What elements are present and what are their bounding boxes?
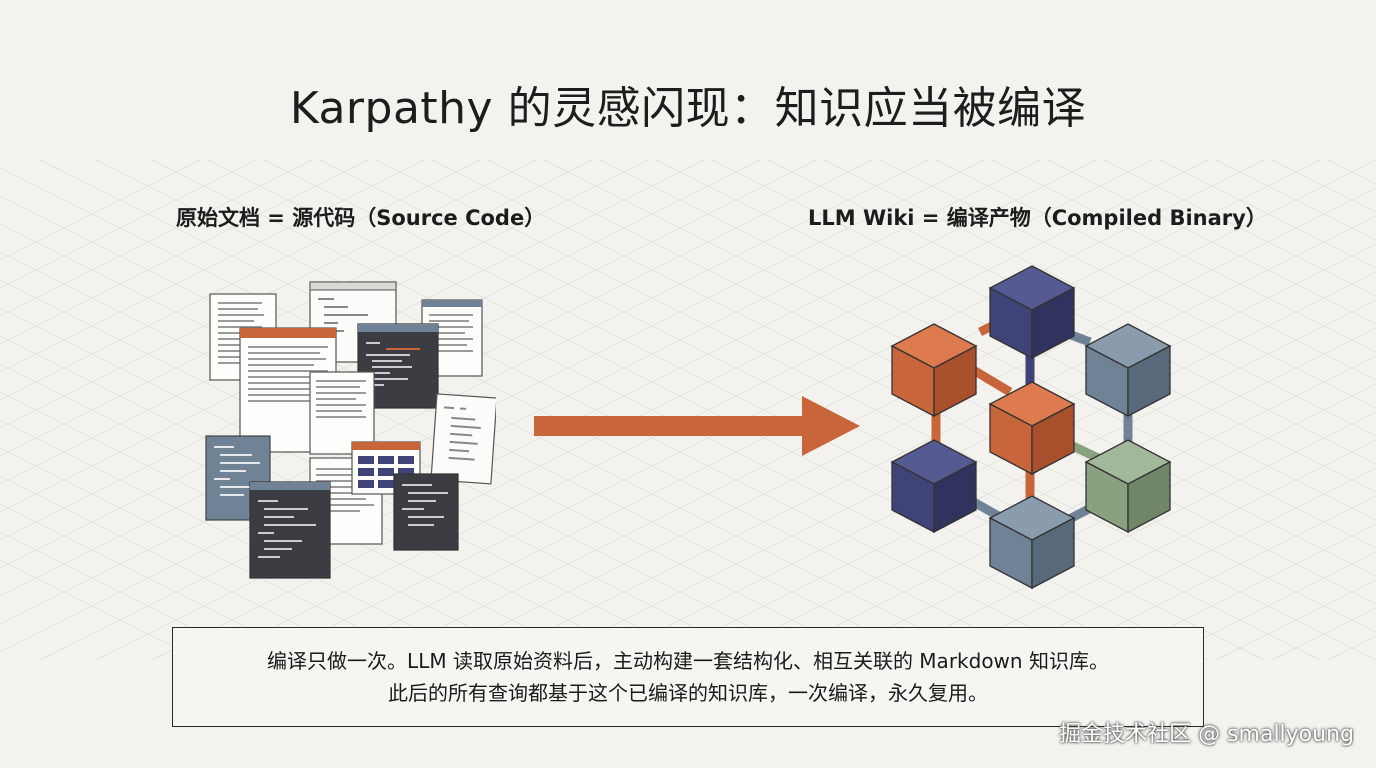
cube-node (891, 439, 977, 533)
code-sheet (249, 481, 331, 579)
caption-line-2: 此后的所有查询都基于这个已编译的知识库，一次编译，永久复用。 (388, 681, 988, 705)
source-code-label: 原始文档 = 源代码（Source Code） (176, 206, 546, 230)
caption-line-1: 编译只做一次。LLM 读取原始资料后，主动构建一套结构化、相互关联的 Markd… (267, 649, 1109, 673)
compiled-binary-label: LLM Wiki = 编译产物（Compiled Binary） (808, 206, 1267, 230)
cube-node (989, 265, 1075, 359)
cube-node (989, 381, 1075, 475)
right-arrow-icon (534, 396, 860, 456)
caption-box: 编译只做一次。LLM 读取原始资料后，主动构建一套结构化、相互关联的 Markd… (172, 627, 1204, 727)
document-pile-icon (205, 281, 496, 579)
cube-node (891, 323, 977, 417)
cube-network-icon (891, 265, 1171, 589)
document-sheet (309, 371, 375, 455)
code-sheet (430, 393, 496, 485)
cube-node (989, 495, 1075, 589)
code-sheet (205, 435, 271, 521)
code-sheet (393, 473, 459, 551)
watermark: 掘金技术社区 @ smallyoung (1059, 722, 1354, 747)
cube-node (1085, 323, 1171, 417)
page-title: Karpathy 的灵感闪现：知识应当被编译 (289, 83, 1087, 134)
